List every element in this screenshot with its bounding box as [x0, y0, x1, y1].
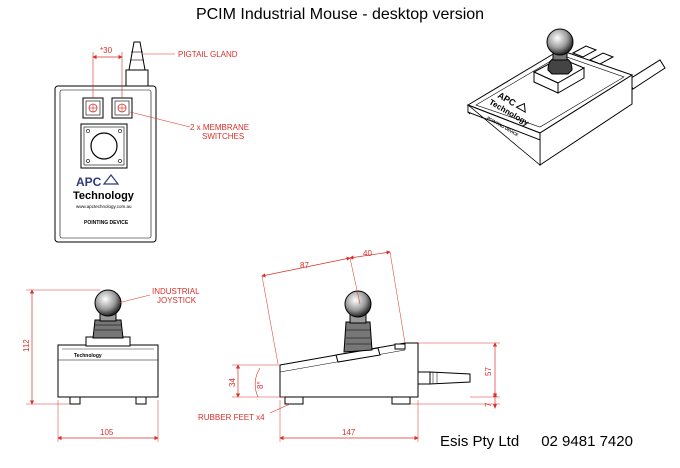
dimension-87: 87 [261, 256, 361, 365]
top-view: APC Technology www.apctechnology.com.au … [54, 41, 249, 243]
side-foot-right [391, 396, 411, 405]
dimension-57: 57 [418, 342, 500, 398]
phone-number: 02 9481 7420 [541, 433, 633, 450]
industrial-joystick-label-2: JOYSTICK [157, 296, 197, 305]
dimension-40-text: 40 [363, 249, 372, 258]
brand-apc-text: APC [76, 175, 102, 189]
dimension-8-text: 8° [256, 381, 265, 389]
pigtail-gland-label: PIGTAIL GLAND [178, 50, 238, 59]
dimension-34: 34 [228, 364, 285, 398]
membrane-switches-label-1: 2 x MEMBRANE [190, 123, 249, 132]
joystick-top [80, 123, 128, 169]
company-name: Esis Pty Ltd [440, 433, 520, 450]
membrane-switches-label-2: SWITCHES [202, 132, 244, 141]
side-foot-left [284, 396, 304, 405]
dimension-7-text: 7 [484, 402, 493, 407]
footer-contact: Esis Pty Ltd 02 9481 7420 [440, 433, 633, 450]
drawing-title: PCIM Industrial Mouse - desktop version [195, 6, 485, 23]
dimension-147-text: 147 [342, 428, 356, 437]
pointing-device-label: POINTING DEVICE [84, 220, 129, 226]
dimension-8-deg: 8° [254, 367, 265, 398]
front-joystick-ball [94, 289, 122, 317]
front-foot-left [69, 396, 81, 405]
pigtail-gland-top [125, 41, 149, 87]
front-foot-right [135, 396, 147, 405]
side-view-body [279, 342, 419, 398]
dimension-105: 105 [57, 400, 159, 442]
rubber-feet-label: RUBBER FEET x4 [198, 413, 265, 422]
dimension-30-text: *30 [100, 46, 113, 55]
side-view: 87 40 34 8° 57 [198, 249, 500, 442]
dimension-147: 147 [279, 400, 419, 442]
dimension-40: 40 [349, 249, 406, 344]
apc-logo-top: APC Technology www.apctechnology.com.au … [73, 174, 135, 226]
side-cable [429, 371, 471, 385]
dimension-112: 112 [22, 289, 100, 405]
membrane-switch-right [111, 97, 133, 119]
dimension-34-text: 34 [228, 378, 237, 387]
callout-industrial-joystick: INDUSTRIAL JOYSTICK [117, 287, 200, 305]
dimension-57-text: 57 [484, 367, 493, 376]
callout-membrane-switches: 2 x MEMBRANE SWITCHES [129, 111, 249, 141]
membrane-switch-left [82, 97, 104, 119]
front-view: Technology 112 105 INDUSTRIAL JOYSTICK [22, 287, 200, 442]
dimension-105-text: 105 [100, 428, 114, 437]
brand-web-text: www.apctechnology.com.au [76, 204, 132, 209]
isometric-joystick-ball [546, 28, 574, 56]
isometric-view: APC Technology POINTING DEVICE [466, 28, 666, 166]
industrial-joystick-label-1: INDUSTRIAL [152, 287, 200, 296]
side-joystick-ball [344, 290, 372, 318]
callout-pigtail-gland: PIGTAIL GLAND [142, 50, 238, 59]
brand-technology-text: Technology [73, 190, 135, 202]
callout-rubber-feet: RUBBER FEET x4 [198, 403, 291, 422]
front-view-body [57, 344, 159, 398]
dimension-7: 7 [410, 392, 500, 409]
dimension-30: *30 [92, 46, 123, 98]
dimension-112-text: 112 [22, 339, 31, 352]
dimension-87-text: 87 [300, 261, 309, 270]
apc-triangle-icon [102, 174, 120, 185]
front-brand-text: Technology [74, 353, 102, 359]
